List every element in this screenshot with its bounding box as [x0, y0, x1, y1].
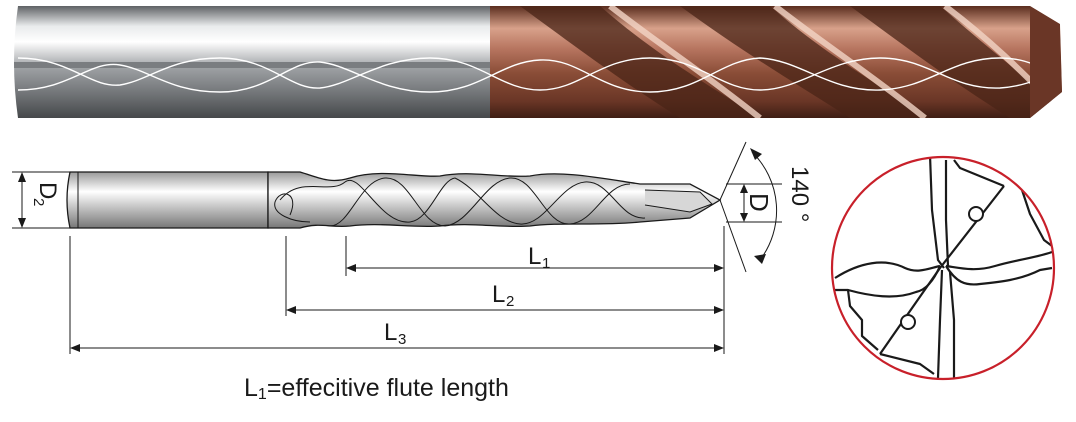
- angle-arrow-top: [750, 148, 762, 160]
- l2-arrow-right: [714, 306, 724, 314]
- coolant-helix-line: [17, 57, 1061, 91]
- caption-letter: L: [244, 374, 258, 402]
- caption-subscript: 1: [258, 386, 267, 403]
- angle-arc: [751, 151, 778, 261]
- land-left: [835, 288, 879, 351]
- d2-arrow-bottom: [18, 218, 26, 228]
- d-label: D: [744, 193, 774, 212]
- web-line: [944, 160, 950, 267]
- web-line: [936, 269, 944, 379]
- cutting-edge-right: [945, 250, 1053, 271]
- l1-arrow-right: [714, 264, 724, 272]
- web-line: [928, 157, 945, 269]
- drawing-helix: [454, 177, 646, 225]
- drawing-fluted-body: [267, 171, 722, 229]
- d-arrow-bottom: [740, 213, 748, 222]
- l3-label: L: [384, 319, 397, 346]
- svg-text:2: 2: [30, 198, 47, 206]
- caption: L1=effecitive flute length: [244, 374, 509, 403]
- l2-label-sub: 2: [506, 293, 514, 310]
- caption-text: =effecitive flute length: [267, 374, 509, 402]
- l3-arrow-right: [714, 344, 724, 352]
- l1-label-sub: 1: [542, 255, 550, 272]
- l1-label: L: [528, 243, 541, 270]
- drill-photo: [14, 6, 1062, 118]
- angle-line-bottom: [719, 199, 747, 273]
- d2-arrow-top: [18, 172, 26, 182]
- flute-highlight: [773, 6, 927, 118]
- drawing-helix: [329, 177, 631, 227]
- angle-arrow-bottom: [754, 254, 766, 264]
- drawing-helix: [279, 177, 456, 223]
- drawing-helix: [274, 193, 311, 223]
- drawing-tip-edge: [644, 189, 713, 213]
- cross-section-view: [830, 155, 1056, 381]
- drawing-shank: [66, 171, 269, 229]
- d2-label: D 2: [30, 182, 61, 206]
- svg-text:D: D: [744, 193, 774, 212]
- drill-drawing: D 2 D 140 ° L 1: [12, 141, 813, 403]
- d-arrow-top: [740, 184, 748, 193]
- l2-label: L: [492, 281, 505, 308]
- flute-groove: [520, 6, 760, 118]
- flute-highlight: [608, 6, 762, 118]
- flute-groove: [850, 6, 1062, 118]
- margin-right: [953, 159, 1005, 188]
- l1-arrow-left: [346, 264, 356, 272]
- l2-arrow-left: [286, 306, 296, 314]
- margin-left: [879, 352, 935, 375]
- drill-tip-photo: [1030, 6, 1062, 118]
- angle-line-top: [719, 141, 747, 201]
- cutting-edge-left: [834, 261, 941, 279]
- flute-profile-right: [945, 265, 1053, 286]
- svg-text:140 °: 140 °: [786, 166, 813, 222]
- angle-label: 140 °: [786, 166, 813, 222]
- cross-section-outline: [830, 155, 1056, 381]
- web-line: [948, 271, 956, 379]
- coolant-helix-line: [17, 57, 1061, 93]
- l3-label-sub: 3: [398, 331, 406, 348]
- coolant-hole-icon: [968, 206, 984, 222]
- l3-arrow-left: [70, 344, 80, 352]
- svg-text:D: D: [34, 182, 61, 199]
- coolant-hole-icon: [900, 314, 916, 330]
